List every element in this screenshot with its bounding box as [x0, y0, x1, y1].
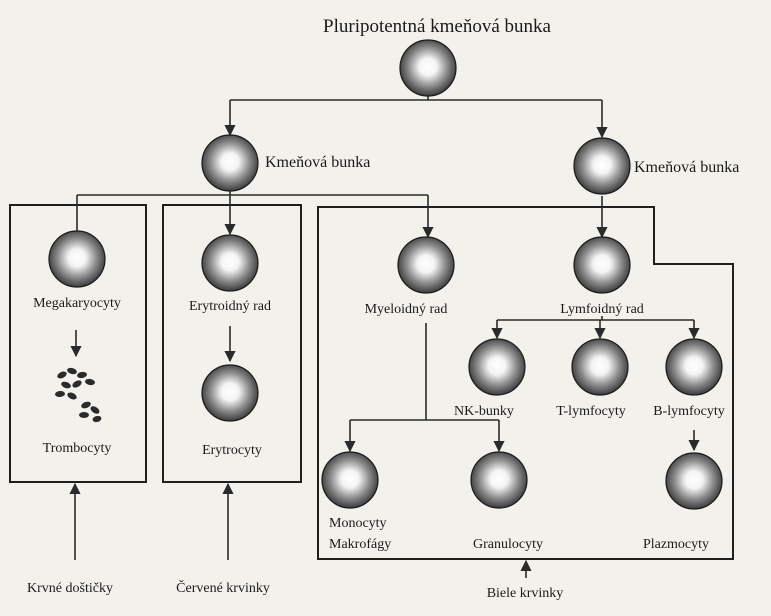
- myeloid-cell: [397, 236, 455, 294]
- b-lymphocyte-cell: [665, 338, 723, 396]
- white-cells-label: Biele krvinky: [487, 586, 564, 601]
- erythrocyte-cell: [201, 364, 259, 422]
- myeloid-label: Myeloidný rad: [365, 302, 448, 317]
- red-cells-label: Červené krvinky: [176, 579, 270, 596]
- monocytes-label: Monocyty: [329, 516, 387, 531]
- macrophages-label: Makrofágy: [329, 537, 391, 552]
- right-stem-label: Kmeňová bunka: [634, 159, 739, 176]
- nk-cell: [468, 338, 526, 396]
- erythrocytes-label: Erytrocyty: [202, 443, 262, 458]
- left-stem-label: Kmeňová bunka: [265, 154, 370, 171]
- right-stem-cell: [573, 137, 631, 195]
- erythroid-lineage-box: [162, 204, 302, 483]
- granulocyte-cell: [470, 451, 528, 509]
- erythroid-cell: [201, 234, 259, 292]
- lymphoid-label: Lymfoidný rad: [560, 302, 644, 317]
- lymphoid-cell: [573, 236, 631, 294]
- title-label: Pluripotentná kmeňová bunka: [323, 16, 552, 37]
- pluripotent-stem-cell: [399, 39, 457, 97]
- t-lymphocytes-label: T-lymfocyty: [556, 404, 625, 419]
- b-lymphocytes-label: B-lymfocyty: [653, 404, 725, 419]
- left-stem-cell: [201, 134, 259, 192]
- thrombocytes-label: Trombocyty: [43, 441, 112, 456]
- platelets-label: Krvné doštičky: [27, 581, 113, 596]
- megakaryocytes-label: Megakaryocyty: [33, 296, 121, 311]
- granulocytes-label: Granulocyty: [473, 537, 543, 552]
- plasmocytes-label: Plazmocyty: [643, 537, 709, 552]
- nk-cells-label: NK-bunky: [454, 404, 514, 419]
- monocyte-cell: [321, 451, 379, 509]
- platelet-lineage-box: [9, 204, 147, 483]
- white-cell-lineage-box: [317, 206, 734, 560]
- connector-lines: [69, 96, 700, 578]
- plasmocyte-cell: [665, 452, 723, 510]
- thrombocyte-cluster: [55, 367, 102, 423]
- t-lymphocyte-cell: [571, 338, 629, 396]
- erythroid-label: Erytroidný rad: [189, 299, 271, 314]
- megakaryocyte-cell: [48, 230, 106, 288]
